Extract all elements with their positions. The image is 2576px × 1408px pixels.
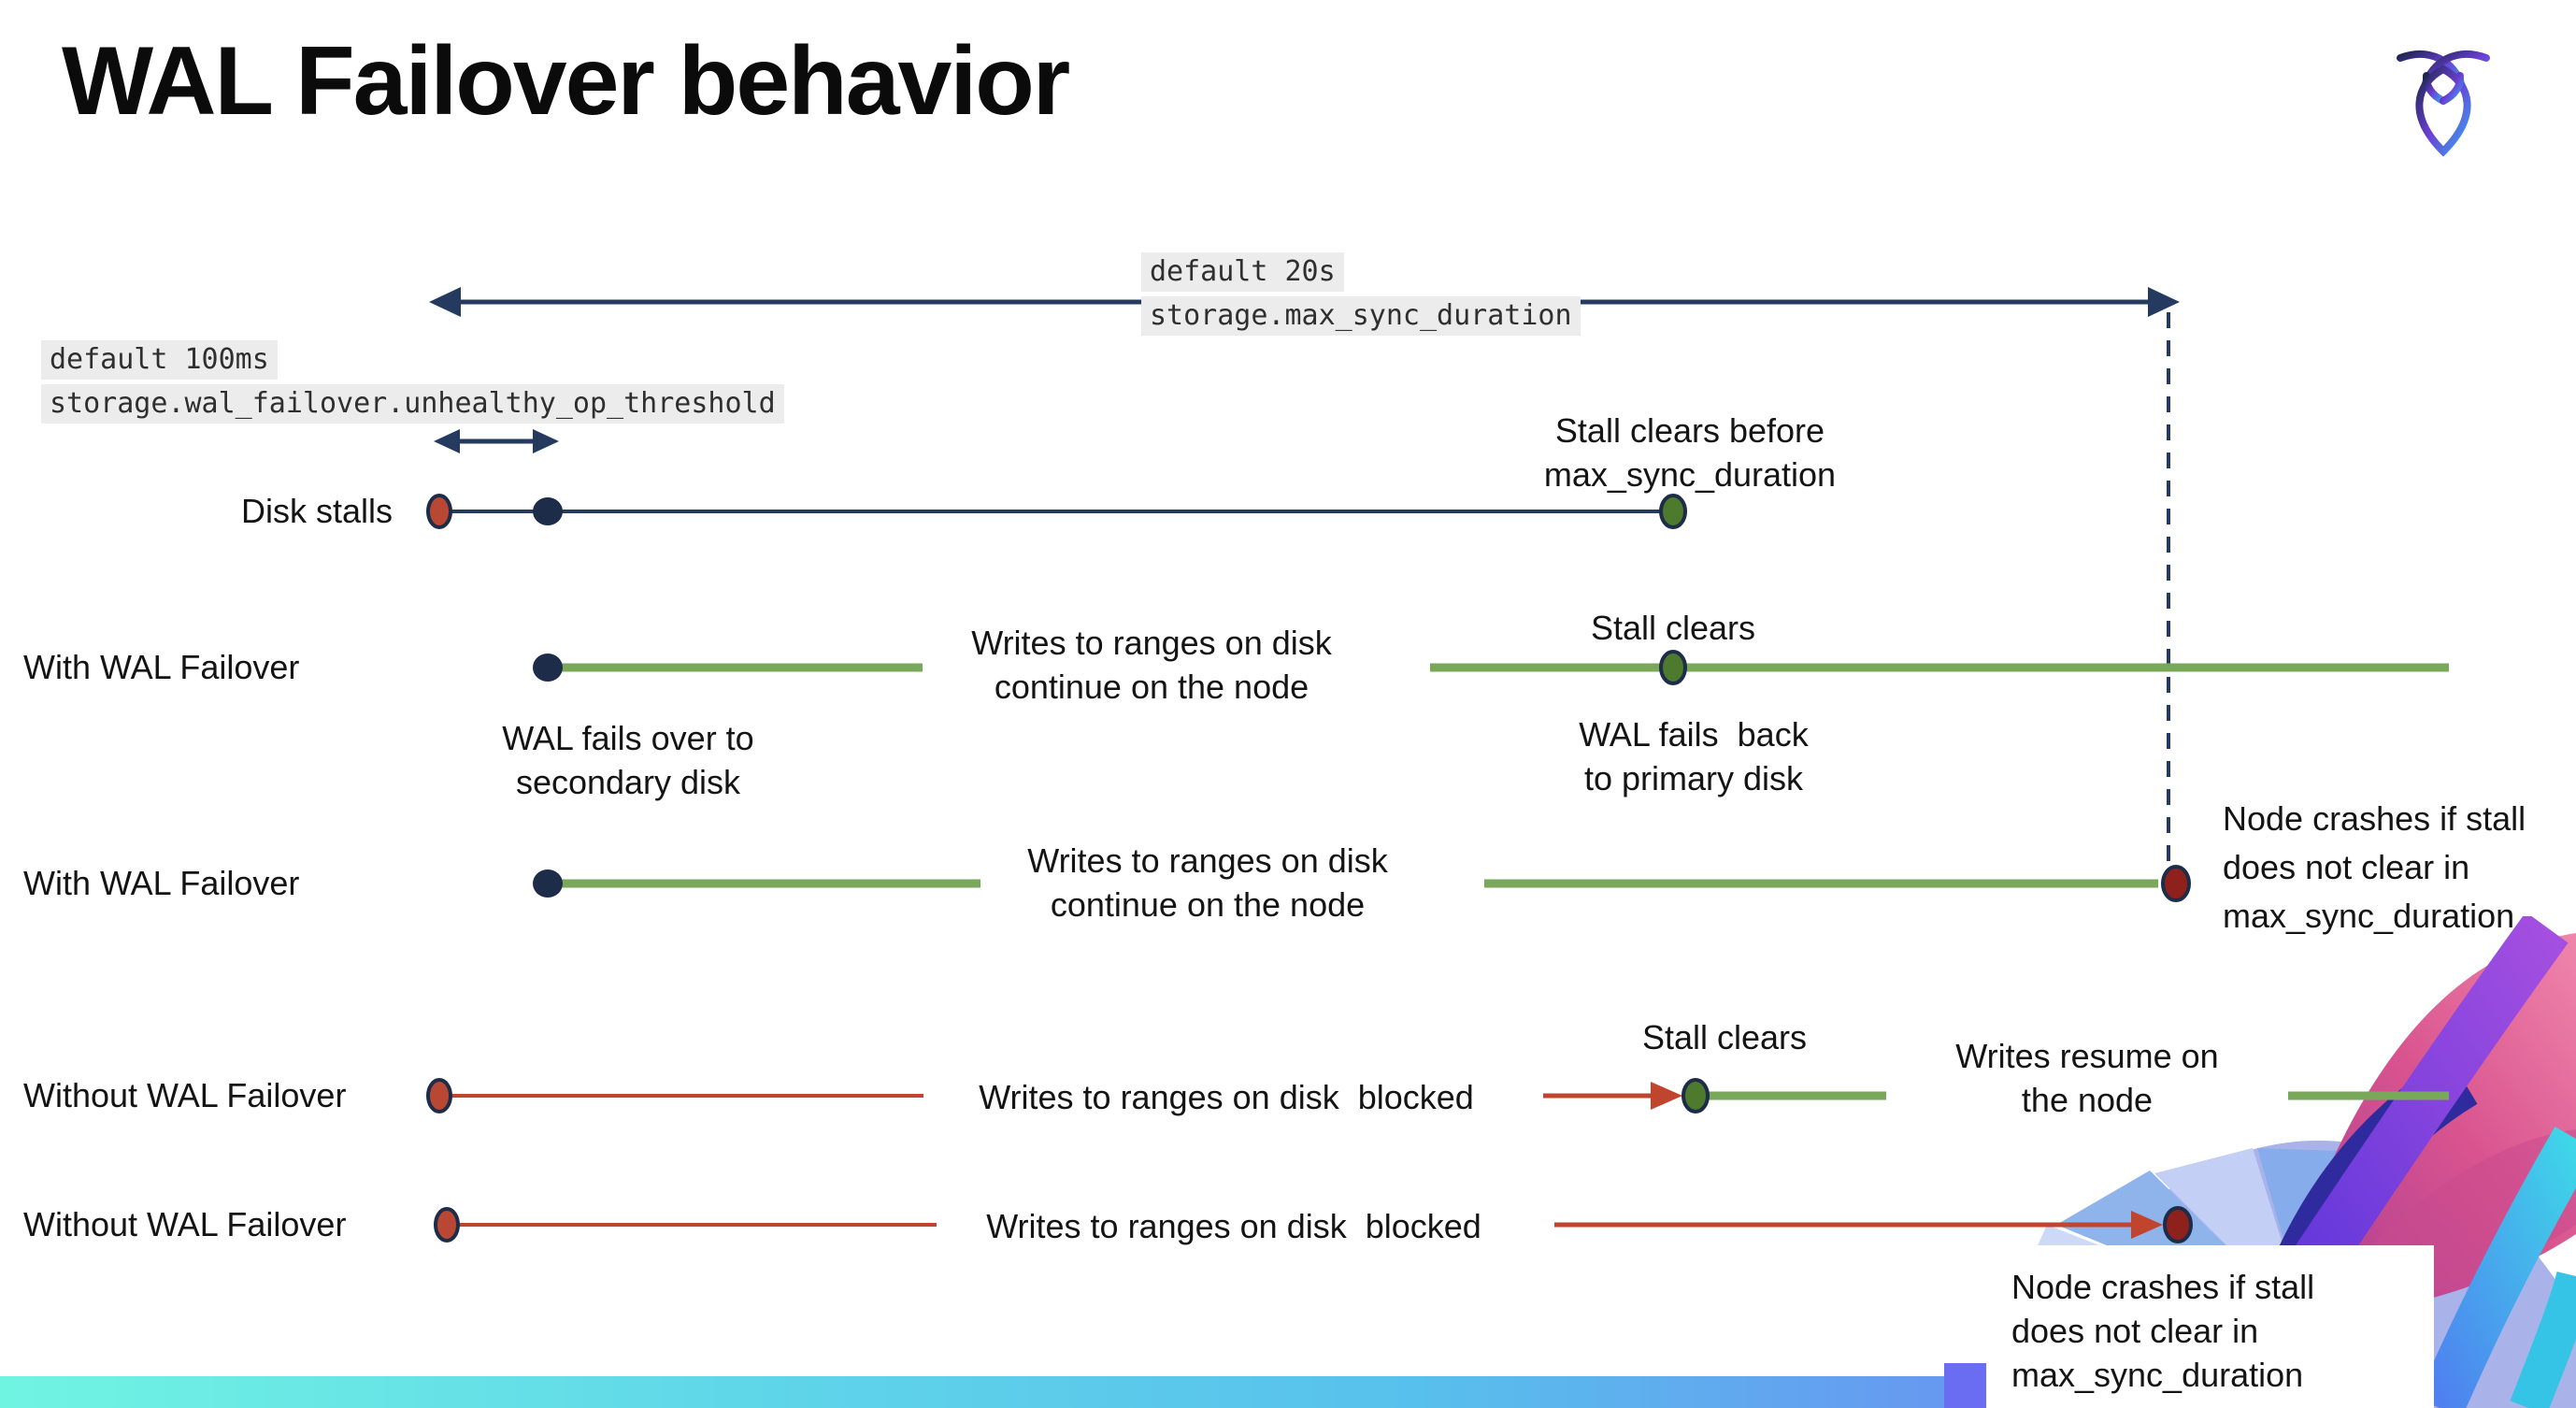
row-label-without-wal-failover-2: Without WAL Failover — [23, 1205, 347, 1243]
threshold-arrow-icon — [434, 429, 559, 453]
annotation-writes-continue-1: Writes to ranges on disk continue on the… — [971, 624, 1332, 706]
annotation-stall-clears-before: Stall clears before max_sync_duration — [1543, 411, 1837, 494]
annotation-writes-continue-2: Writes to ranges on disk continue on the… — [1027, 841, 1388, 924]
annotation-wal-fails-over: WAL fails over to secondary disk — [502, 719, 754, 801]
row-label-disk-stalls: Disk stalls — [240, 492, 393, 530]
page-title: WAL Failover behavior — [62, 27, 1070, 136]
threshold-dot — [533, 497, 563, 525]
timeline-without-failover-clears — [426, 1078, 2449, 1113]
blocked-arrowhead-icon — [1651, 1082, 1682, 1110]
failover-dot — [533, 869, 563, 898]
crash-callout-box — [1986, 1245, 2434, 1408]
annotation-node-crashes-2: Node crashes if stall does not clear in … — [2011, 1268, 2315, 1394]
stall-clears-dot — [1659, 494, 1687, 529]
timeline-without-failover-crash — [434, 1206, 2193, 1243]
stall-start-dot — [434, 1207, 460, 1243]
stall-clears-dot — [1659, 650, 1687, 685]
annotation-stall-clears-2: Stall clears — [1641, 1018, 1808, 1056]
annotation-wal-fails-back: WAL fails back to primary disk — [1579, 715, 1809, 797]
timeline-with-failover-clears — [533, 650, 2449, 685]
threshold-setting-name: storage.wal_failover.unhealthy_op_thresh… — [41, 384, 784, 424]
blocked-arrowhead-icon — [2131, 1211, 2163, 1239]
annotation-stall-clears-1: Stall clears — [1590, 609, 1756, 647]
stall-clears-dot — [1682, 1078, 1710, 1113]
max-sync-default-value: default 20s — [1141, 252, 1344, 292]
annotation-writes-blocked-1: Writes to ranges on disk blocked — [979, 1078, 1474, 1116]
annotation-node-crashes-1: Node crashes if stall does not clear in … — [2223, 799, 2526, 935]
threshold-default-value: default 100ms — [41, 340, 278, 380]
failover-dot — [533, 654, 563, 682]
stall-start-dot — [426, 1078, 452, 1113]
node-crash-dot — [2161, 865, 2191, 902]
row-label-with-wal-failover-2: With WAL Failover — [23, 864, 300, 902]
cockroachdb-logo-icon — [2397, 50, 2490, 157]
max-sync-setting-name: storage.max_sync_duration — [1141, 296, 1581, 336]
timeline-disk-stalls — [426, 494, 1687, 529]
row-label-with-wal-failover-1: With WAL Failover — [23, 648, 300, 686]
annotation-writes-resume: Writes resume on the node — [1955, 1037, 2219, 1119]
node-crash-dot — [2163, 1206, 2193, 1243]
max-sync-setting-label: default 20s storage.max_sync_duration — [1141, 252, 1581, 340]
annotation-writes-blocked-2: Writes to ranges on disk blocked — [986, 1207, 1481, 1245]
threshold-setting-label: default 100ms storage.wal_failover.unhea… — [41, 340, 784, 428]
timeline-with-failover-crash — [533, 865, 2191, 902]
stall-start-dot — [426, 494, 452, 529]
row-label-without-wal-failover-1: Without WAL Failover — [23, 1076, 347, 1114]
